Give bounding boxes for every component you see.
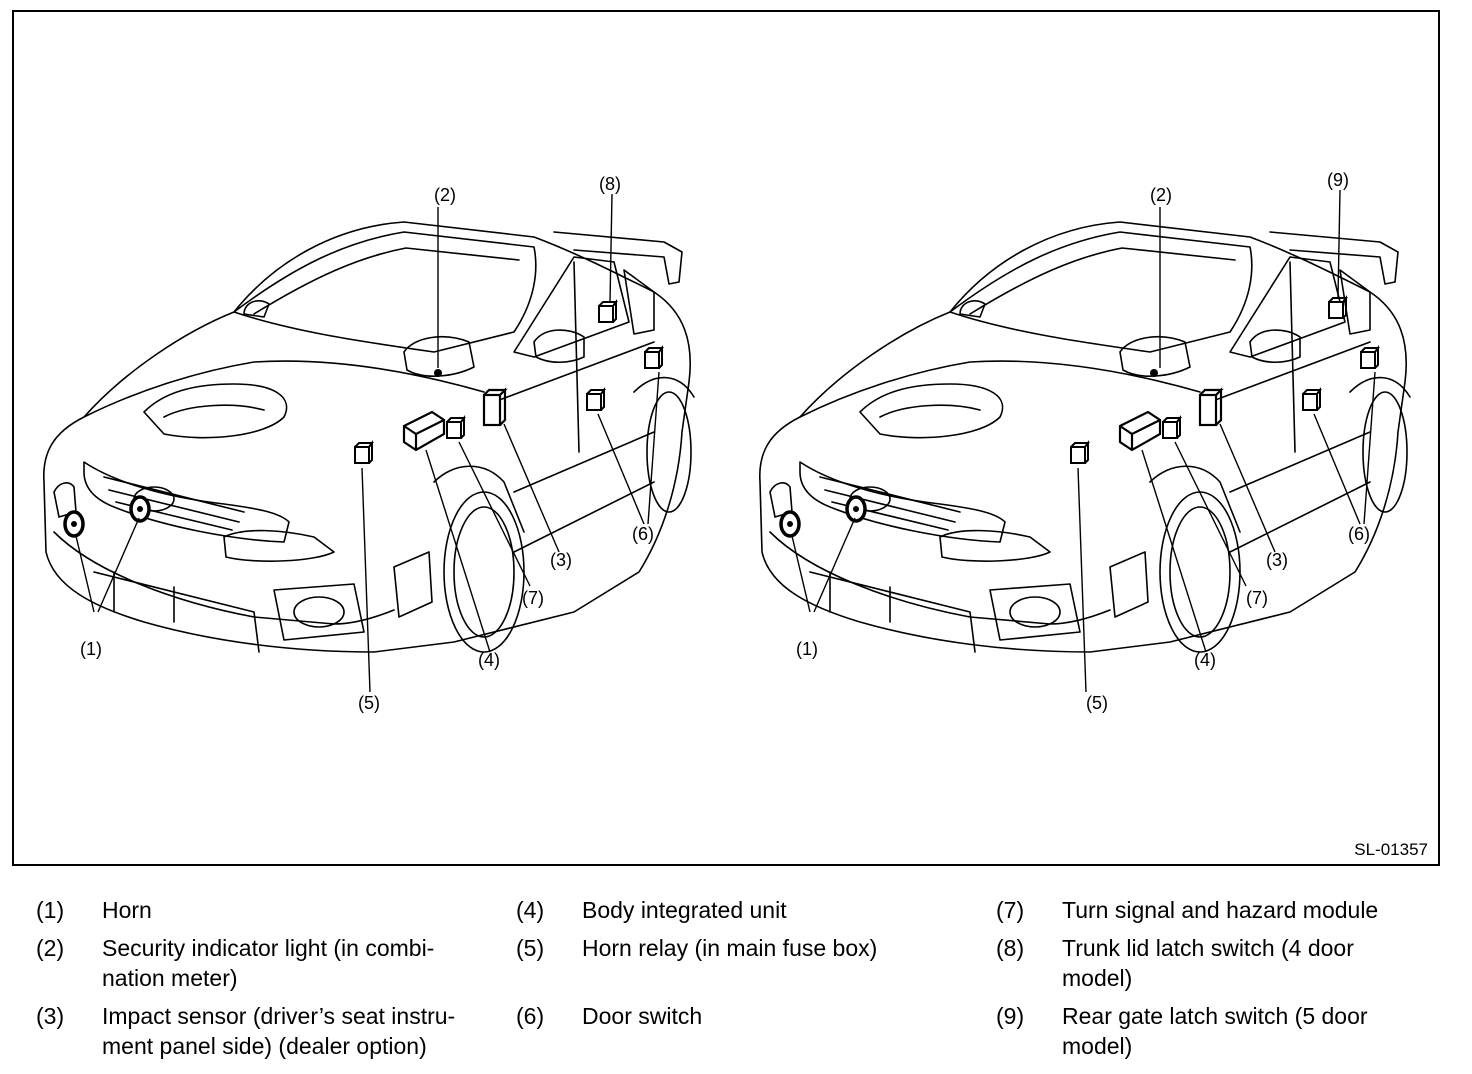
legend-num: (2) xyxy=(36,935,65,961)
legend-text: Horn xyxy=(102,897,152,923)
legend-text: Turn signal and hazard module xyxy=(1062,897,1379,923)
legend-num: (6) xyxy=(516,1003,545,1029)
right-callout-5: (5) xyxy=(1086,693,1108,713)
right-callout-4: (4) xyxy=(1194,650,1216,670)
legend-num: (1) xyxy=(36,897,65,923)
legend-text: Impact sensor (driver’s seat instru- men… xyxy=(102,1003,456,1059)
legend-num: (3) xyxy=(36,1003,65,1029)
left-callout-4: (4) xyxy=(478,650,500,670)
legend-num: (8) xyxy=(996,935,1025,961)
left-callout-6: (6) xyxy=(632,524,654,544)
left-callout-5: (5) xyxy=(358,693,380,713)
left-callout-1: (1) xyxy=(80,639,102,659)
right-callout-1: (1) xyxy=(796,639,818,659)
right-callout-3: (3) xyxy=(1266,550,1288,570)
left-callout-2: (2) xyxy=(434,185,456,205)
legend-text: Horn relay (in main fuse box) xyxy=(582,935,878,961)
legend-num: (4) xyxy=(516,897,545,923)
left-car-diagram: (1) (2) (3) (4) (5) (6) (7) (8) xyxy=(42,174,695,713)
legend-text: Security indicator light (in combi- nati… xyxy=(102,935,435,991)
left-callout-7: (7) xyxy=(522,588,544,608)
right-callout-9: (9) xyxy=(1327,170,1349,190)
car-diagrams: (1) (2) (3) (4) (5) (6) (7) (8) xyxy=(42,170,1411,713)
right-car-diagram: (1) (2) (3) (4) (5) (6) (7) (9) xyxy=(758,170,1411,713)
left-callout-3: (3) xyxy=(550,550,572,570)
legend-text: Trunk lid latch switch (4 door model) xyxy=(1062,935,1354,991)
legend-text: Body integrated unit xyxy=(582,897,787,923)
legend-text: Rear gate latch switch (5 door model) xyxy=(1062,1003,1368,1059)
right-callout-6: (6) xyxy=(1348,524,1370,544)
legend-num: (9) xyxy=(996,1003,1025,1029)
legend-text: Door switch xyxy=(582,1003,703,1029)
right-callout-7: (7) xyxy=(1246,588,1268,608)
legend-num: (5) xyxy=(516,935,545,961)
legend-num: (7) xyxy=(996,897,1025,923)
right-callout-2: (2) xyxy=(1150,185,1172,205)
diagram-frame: (1) (2) (3) (4) (5) (6) (7) (8) xyxy=(12,10,1440,866)
figure-id: SL-01357 xyxy=(1354,840,1428,859)
left-callout-8: (8) xyxy=(599,174,621,194)
